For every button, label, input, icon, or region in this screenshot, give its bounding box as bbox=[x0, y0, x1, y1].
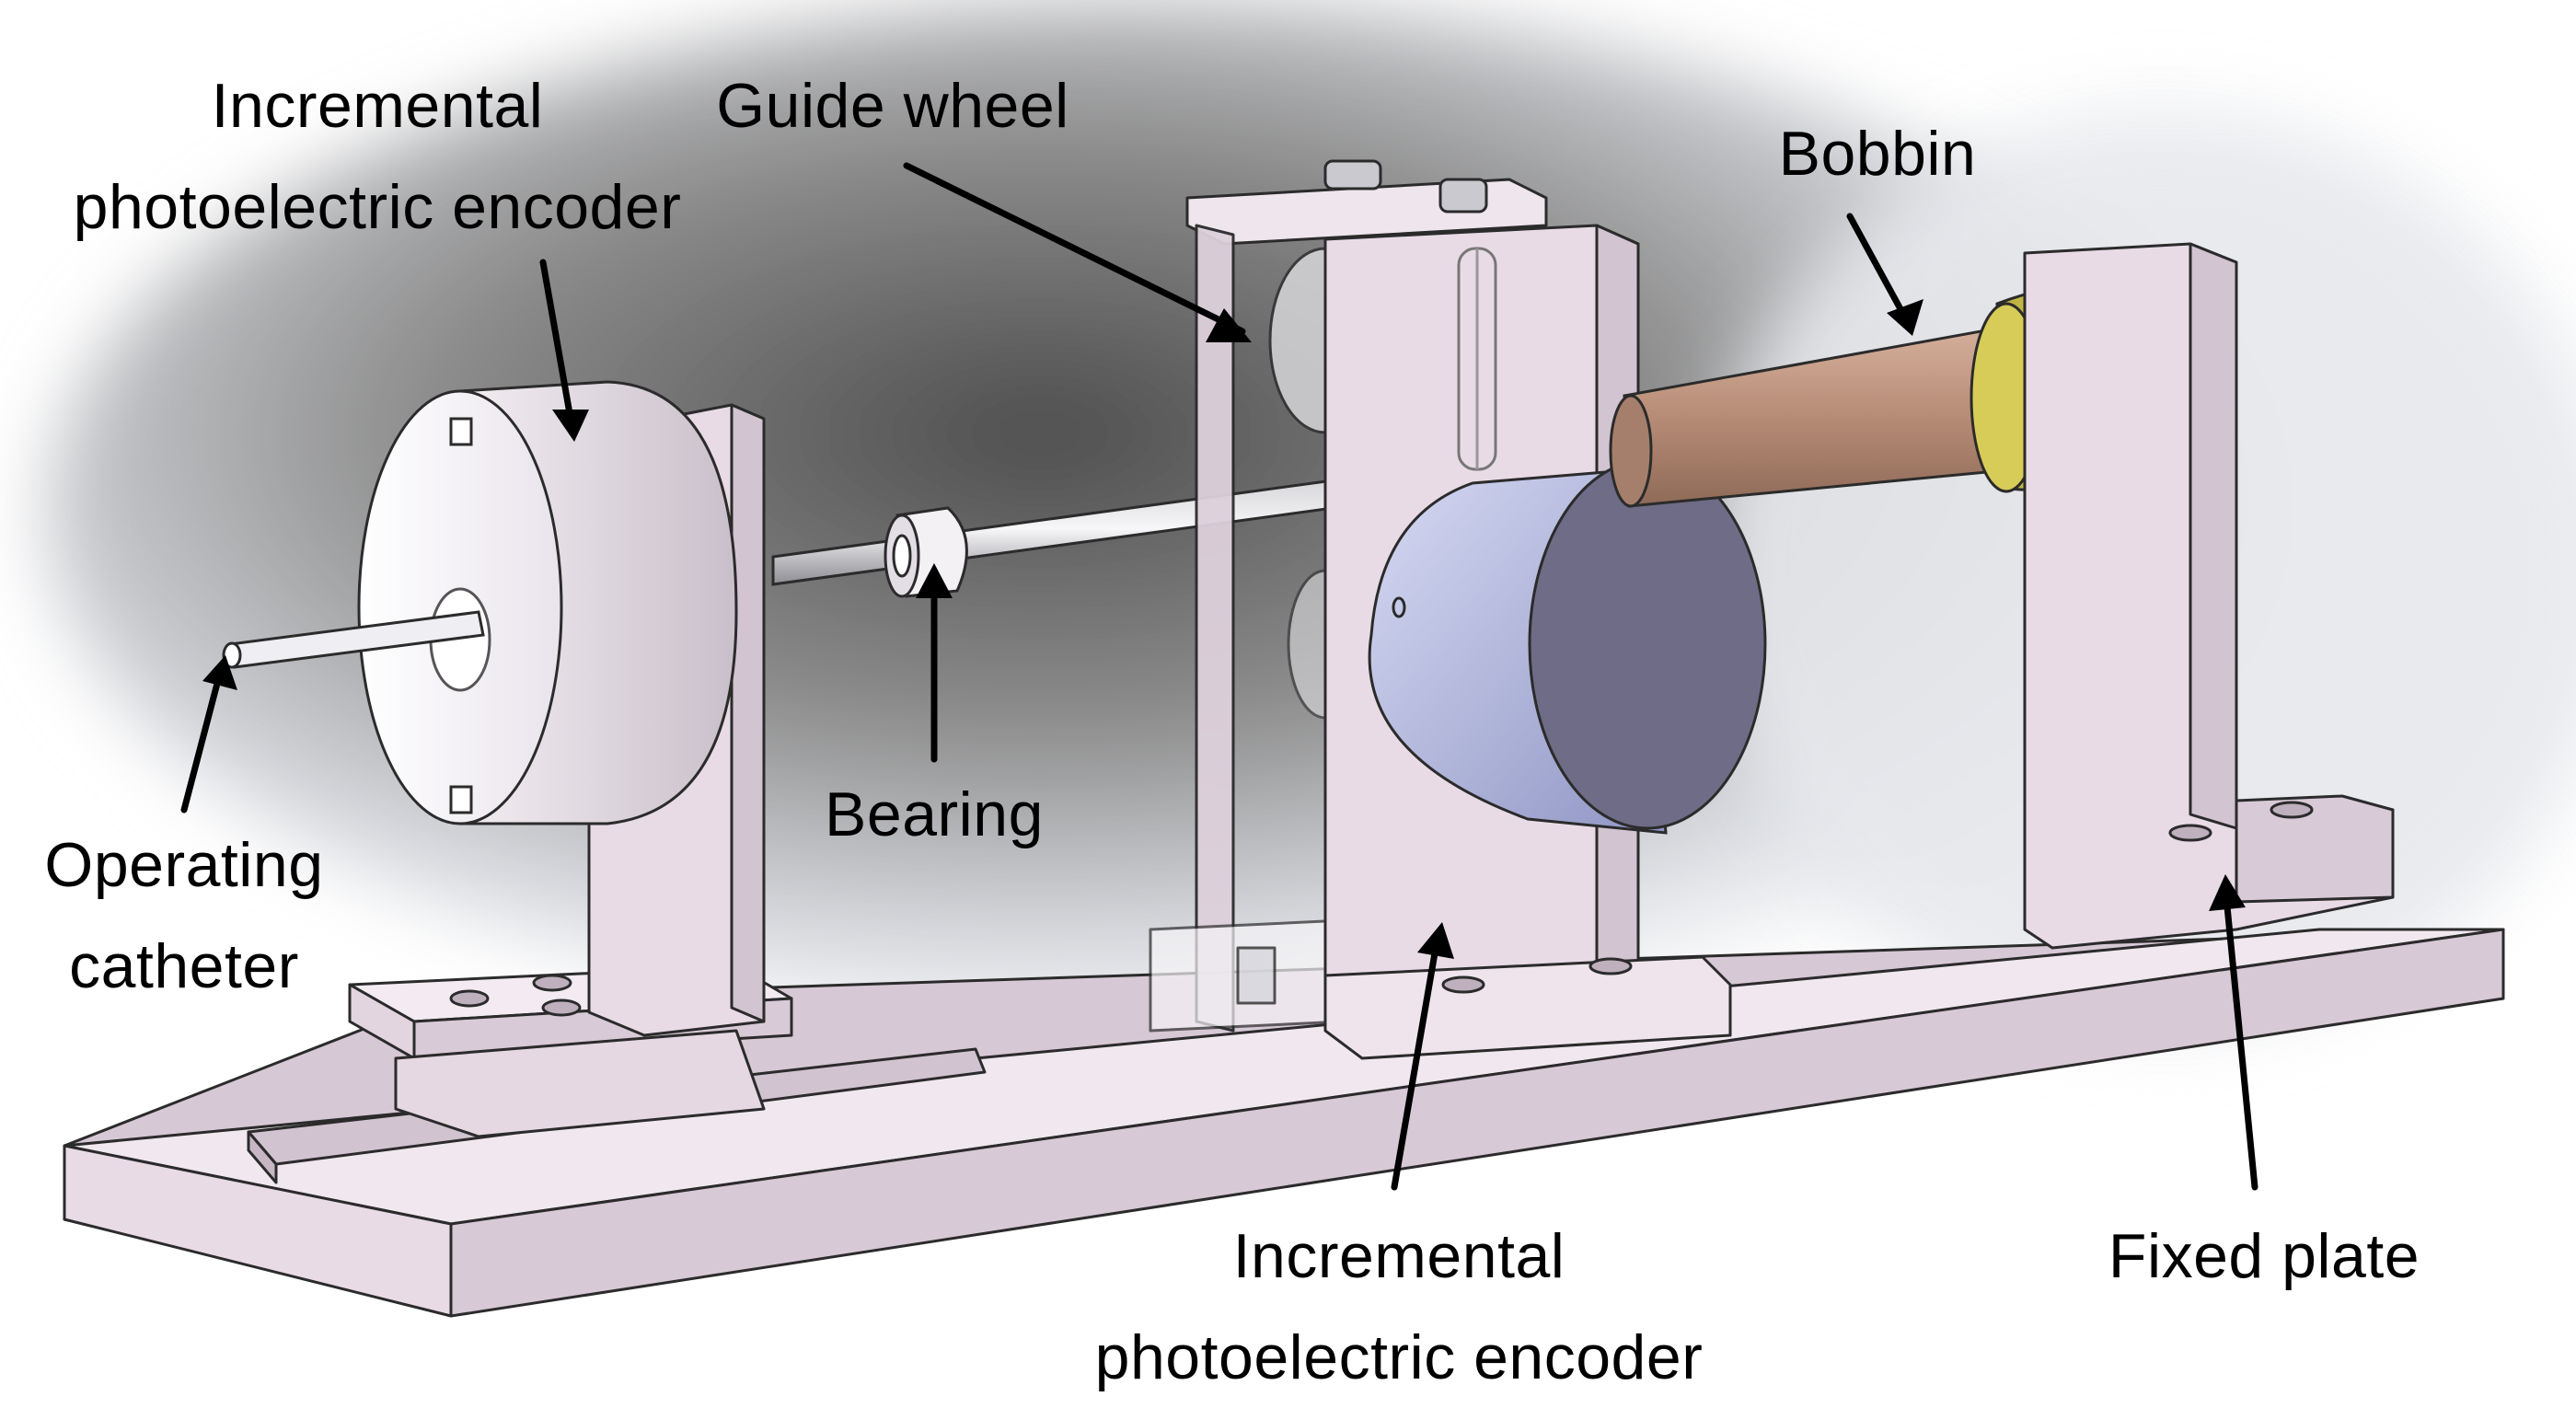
arrow-bobbin-head bbox=[1887, 299, 1923, 336]
arrow-bearing-head bbox=[916, 563, 953, 598]
label-bearing: Bearing bbox=[782, 764, 1086, 865]
arrow-encoder-left-head bbox=[552, 410, 589, 442]
label-bobbin-text: Bobbin bbox=[1778, 119, 1977, 189]
center-encoder bbox=[1368, 458, 1767, 835]
callout-arrows bbox=[180, 162, 2258, 1191]
label-encoder-center-line2: photoelectric encoder bbox=[1094, 1322, 1704, 1392]
label-encoder-left: Incremental photoelectric encoder bbox=[28, 55, 727, 258]
label-encoder-left-line1: Incremental bbox=[211, 71, 544, 141]
arrow-bobbin bbox=[1846, 213, 1909, 321]
label-fixed-plate: Fixed plate bbox=[2052, 1206, 2476, 1307]
arrow-encoder-center bbox=[1391, 944, 1439, 1191]
left-encoder bbox=[357, 380, 738, 825]
fixed-plate bbox=[2023, 242, 2395, 950]
bearing bbox=[884, 506, 968, 598]
label-encoder-left-line2: photoelectric encoder bbox=[73, 172, 682, 242]
label-fixed-plate-text: Fixed plate bbox=[2108, 1221, 2420, 1291]
arrow-fixed-plate bbox=[2224, 903, 2258, 1191]
arrow-catheter-head bbox=[202, 655, 237, 690]
arrow-encoder-left bbox=[539, 259, 574, 422]
label-encoder-center-line1: Incremental bbox=[1232, 1221, 1565, 1291]
label-bobbin: Bobbin bbox=[1730, 103, 2025, 204]
label-guide-wheel: Guide wheel bbox=[672, 55, 1114, 156]
label-operating-catheter: Operating catheter bbox=[18, 814, 350, 1017]
operating-catheter bbox=[222, 610, 485, 669]
arrow-catheter bbox=[180, 673, 223, 814]
label-guide-wheel-text: Guide wheel bbox=[716, 71, 1069, 141]
label-encoder-center: Incremental photoelectric encoder bbox=[1049, 1206, 1749, 1408]
label-catheter-line2: catheter bbox=[69, 931, 299, 1001]
arrow-guide-wheel-head bbox=[1206, 308, 1252, 342]
arrow-guide-wheel bbox=[903, 162, 1246, 335]
label-bearing-text: Bearing bbox=[825, 779, 1044, 849]
label-catheter-line1: Operating bbox=[44, 830, 324, 900]
arrow-encoder-center-head bbox=[1417, 922, 1454, 959]
arrow-fixed-plate-head bbox=[2209, 874, 2246, 911]
